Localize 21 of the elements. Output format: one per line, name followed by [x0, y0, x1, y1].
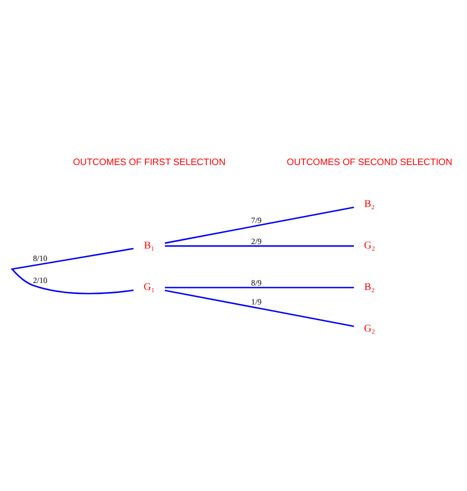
connector: [164, 289, 354, 326]
node-text: B₁: [143, 240, 154, 252]
node-text: G₁: [143, 282, 154, 293]
connector: [11, 268, 134, 294]
edge-label: 1/9: [250, 296, 262, 306]
connector: [164, 206, 354, 244]
edge-label: 7/9: [250, 216, 262, 225]
edge-label: 2/9: [250, 236, 262, 246]
node-point: [10, 268, 12, 270]
node-text: G₂: [363, 240, 375, 252]
connector: [164, 244, 354, 246]
edge-label: 2/10: [32, 276, 47, 285]
node-text: B₂: [364, 198, 374, 210]
node-text: B₂: [364, 282, 374, 293]
edge-label: 8/10: [32, 254, 47, 263]
edge-label: 8/9: [250, 278, 262, 287]
node-text: G₂: [363, 323, 375, 334]
label: OUTCOMES OF SECOND SELECTION: [286, 156, 452, 167]
connector: [164, 286, 354, 288]
connector: [12, 247, 134, 270]
label: OUTCOMES OF FIRST SELECTION: [72, 156, 225, 167]
